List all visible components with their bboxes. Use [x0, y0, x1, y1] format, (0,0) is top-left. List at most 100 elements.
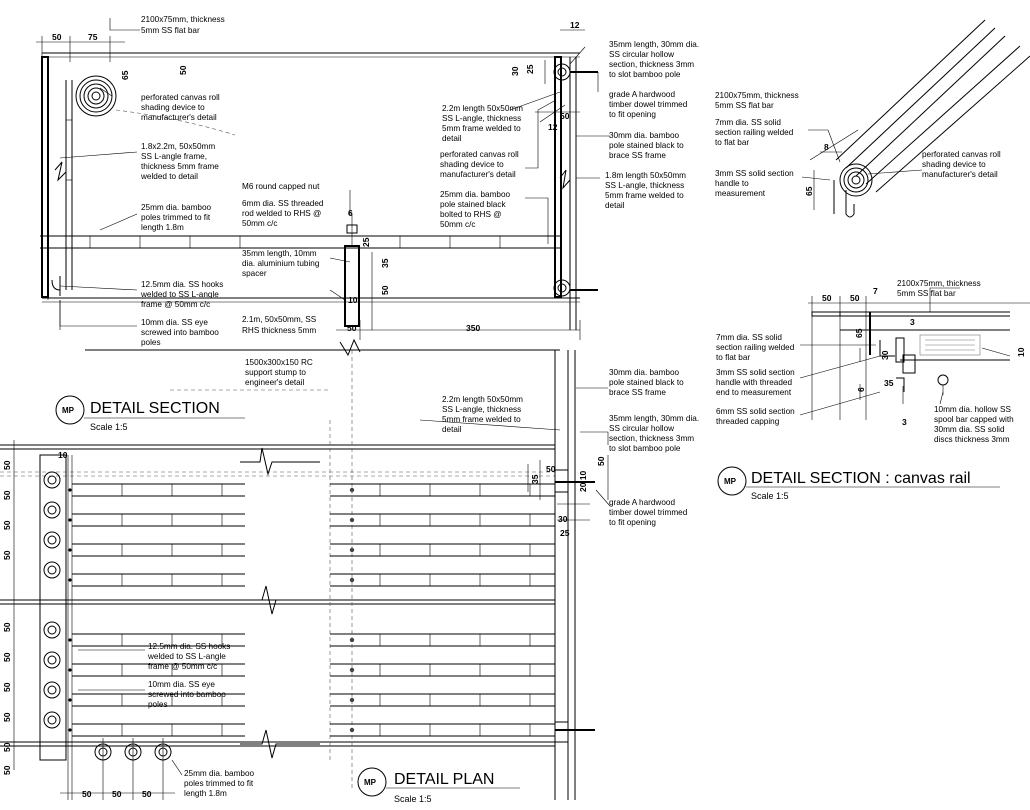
label-plan-angle-4: detail: [442, 425, 462, 434]
dim-plan-7: 50: [2, 682, 12, 692]
label-eye-2: screwed into bamboo: [141, 328, 219, 337]
dim-plan-5: 50: [2, 622, 12, 632]
detail-section-dimensions: 50 75 50 65 6 25 35 50 10 50 350 12 30 2…: [52, 20, 580, 333]
label-l-angle-frame-3: thickness 5mm frame: [141, 162, 219, 171]
label-rc-stump-1: 1500x300x150 RC: [245, 358, 313, 367]
dim-plan-11: 50: [82, 789, 92, 799]
plan-bamboo-pole: [43, 531, 555, 557]
label-plan-poles-1: 25mm dia. bamboo: [184, 769, 255, 778]
label-sec-railing-3: to flat bar: [716, 353, 750, 362]
label-22m-angle-2: SS L-angle, thickness: [442, 114, 521, 123]
plan-bamboo-pole: [43, 681, 555, 707]
label-plan-brace-3: brace SS frame: [609, 388, 666, 397]
dim-rail-8: 6: [856, 387, 866, 392]
label-eye-1: 10mm dia. SS eye: [141, 318, 208, 327]
plan-pole-ring: [43, 471, 61, 489]
label-sec-spool-4: discs thickness 3mm: [934, 435, 1010, 444]
dim-section-4: 6: [348, 208, 353, 218]
label-chs-4: to slot bamboo pole: [609, 70, 681, 79]
label-spacer-1: 35mm length, 10mm: [242, 249, 317, 258]
plan-pole-ring: [43, 681, 61, 699]
label-threaded-rod-3: 50mm c/c: [242, 219, 278, 228]
plan-bamboo-pole: [43, 561, 555, 587]
label-plan-dowel-3: to fit opening: [609, 518, 656, 527]
canvas-rail-scale: Scale 1:5: [751, 491, 789, 501]
dim-section-0: 50: [52, 32, 62, 42]
plan-bamboo-pole: [43, 501, 555, 527]
label-chs-1: 35mm length, 30mm dia.: [609, 40, 699, 49]
label-canvas-roll-1: perforated canvas roll: [141, 93, 220, 102]
label-iso-railing-1: 7mm dia. SS solid: [715, 118, 781, 127]
dim-plan-1: 50: [2, 460, 12, 470]
label-canvas-roll-r-3: manufacturer's detail: [440, 170, 516, 179]
label-canvas-roll-2: shading device to: [141, 103, 205, 112]
dim-rail-11: 3: [902, 417, 907, 427]
dim-rail-7: 30: [880, 350, 890, 360]
dim-rail-4: 7: [873, 286, 878, 296]
dim-plan-2: 50: [2, 490, 12, 500]
detail-plan-bubble: MP: [364, 778, 377, 787]
dim-plan-9: 50: [2, 742, 12, 752]
label-iso-handle-3: measurement: [715, 189, 766, 198]
label-plan-poles-2: poles trimmed to fit: [184, 779, 254, 788]
detail-plan-labels: 10 50 50 50 50 50 50 50 50 50 50 50 50 5…: [2, 368, 699, 804]
dim-plan-16: 20 10: [578, 470, 588, 492]
detail-plan-scale: Scale 1:5: [394, 794, 432, 804]
dim-plan-18: 30: [558, 514, 568, 524]
label-plan-chs-3: section, thickness 3mm: [609, 434, 694, 443]
label-canvas-roll-r-2: shading device to: [440, 160, 504, 169]
plan-pole-ring: [43, 651, 61, 669]
dim-plan-13: 50: [142, 789, 152, 799]
label-plan-eye-2: screwed into bamboo: [148, 690, 226, 699]
dim-plan-15: 50: [546, 464, 556, 474]
canvas-rail-bubble: MP: [724, 477, 737, 486]
label-sec-flat-bar-2: 5mm SS flat bar: [897, 289, 956, 298]
label-iso-railing-2: section railing welded: [715, 128, 794, 137]
label-18m-angle-1: 1.8m length 50x50mm: [605, 171, 686, 180]
label-bamboo-bolted-1: 25mm dia. bamboo: [440, 190, 511, 199]
detail-plan-drawing: [0, 350, 611, 800]
label-plan-angle-2: SS L-angle, thickness: [442, 405, 521, 414]
plan-pole-ring: [43, 501, 61, 519]
dim-section-1: 75: [88, 32, 98, 42]
label-plan-eye-3: poles: [148, 700, 168, 709]
label-rc-stump-2: support stump to: [245, 368, 306, 377]
dim-section-2: 50: [178, 65, 188, 75]
detail-section-labels: 2100x75mm, thickness 5mm SS flat bar per…: [62, 15, 699, 432]
label-canvas-roll-3: manufacturer's detail: [141, 113, 217, 122]
canvas-rail-section: [799, 287, 1030, 420]
label-flat-bar-1: 2100x75mm, thickness: [141, 15, 225, 24]
label-18m-angle-3: 5mm frame welded to: [605, 191, 684, 200]
label-bamboo-bolted-4: 50mm c/c: [440, 220, 476, 229]
dim-section-12: 30: [510, 66, 520, 76]
canvas-rail-isometric: [801, 19, 1030, 218]
dim-section-14: 12: [548, 122, 558, 132]
label-brace-pole-1: 30mm dia. bamboo: [609, 131, 680, 140]
label-spacer-2: dia. aluminium tubing: [242, 259, 320, 268]
label-bamboo-poles-2: poles trimmed to fit: [141, 213, 211, 222]
label-18m-angle-2: SS L-angle, thickness: [605, 181, 684, 190]
dim-section-10: 350: [466, 323, 480, 333]
label-dowel-2: timber dowel trimmed: [609, 100, 688, 109]
dim-rail-1: 65: [804, 186, 814, 196]
label-sec-handle-1: 3mm SS solid section: [716, 368, 795, 377]
dim-plan-17: 35: [530, 474, 540, 484]
label-rhs-1: 2.1m, 50x50mm, SS: [242, 315, 317, 324]
label-sec-spool-2: spool bar capped with: [934, 415, 1014, 424]
label-threaded-rod-2: rod welded to RHS @: [242, 209, 321, 218]
canvas-rail-iso-labels: 2100x75mm, thickness 5mm SS flat bar 7mm…: [715, 91, 1001, 198]
plan-pole-ring: [43, 561, 61, 579]
label-sec-flat-bar-1: 2100x75mm, thickness: [897, 279, 981, 288]
label-plan-hooks-1: 12.5mm dia. SS hooks: [148, 642, 230, 651]
label-plan-eye-1: 10mm dia. SS eye: [148, 680, 215, 689]
label-iso-railing-3: to flat bar: [715, 138, 749, 147]
label-rc-stump-3: engineer's detail: [245, 378, 305, 387]
dim-plan-19: 25: [560, 528, 570, 538]
dim-rail-10: 10: [1016, 347, 1026, 357]
dim-rail-6: 65: [854, 328, 864, 338]
label-l-angle-frame-4: welded to detail: [140, 172, 198, 181]
detail-plan-title: DETAIL PLAN: [394, 771, 494, 788]
label-dowel-1: grade A hardwood: [609, 90, 675, 99]
plan-bamboo-pole: [43, 621, 555, 647]
label-plan-chs-4: to slot bamboo pole: [609, 444, 681, 453]
